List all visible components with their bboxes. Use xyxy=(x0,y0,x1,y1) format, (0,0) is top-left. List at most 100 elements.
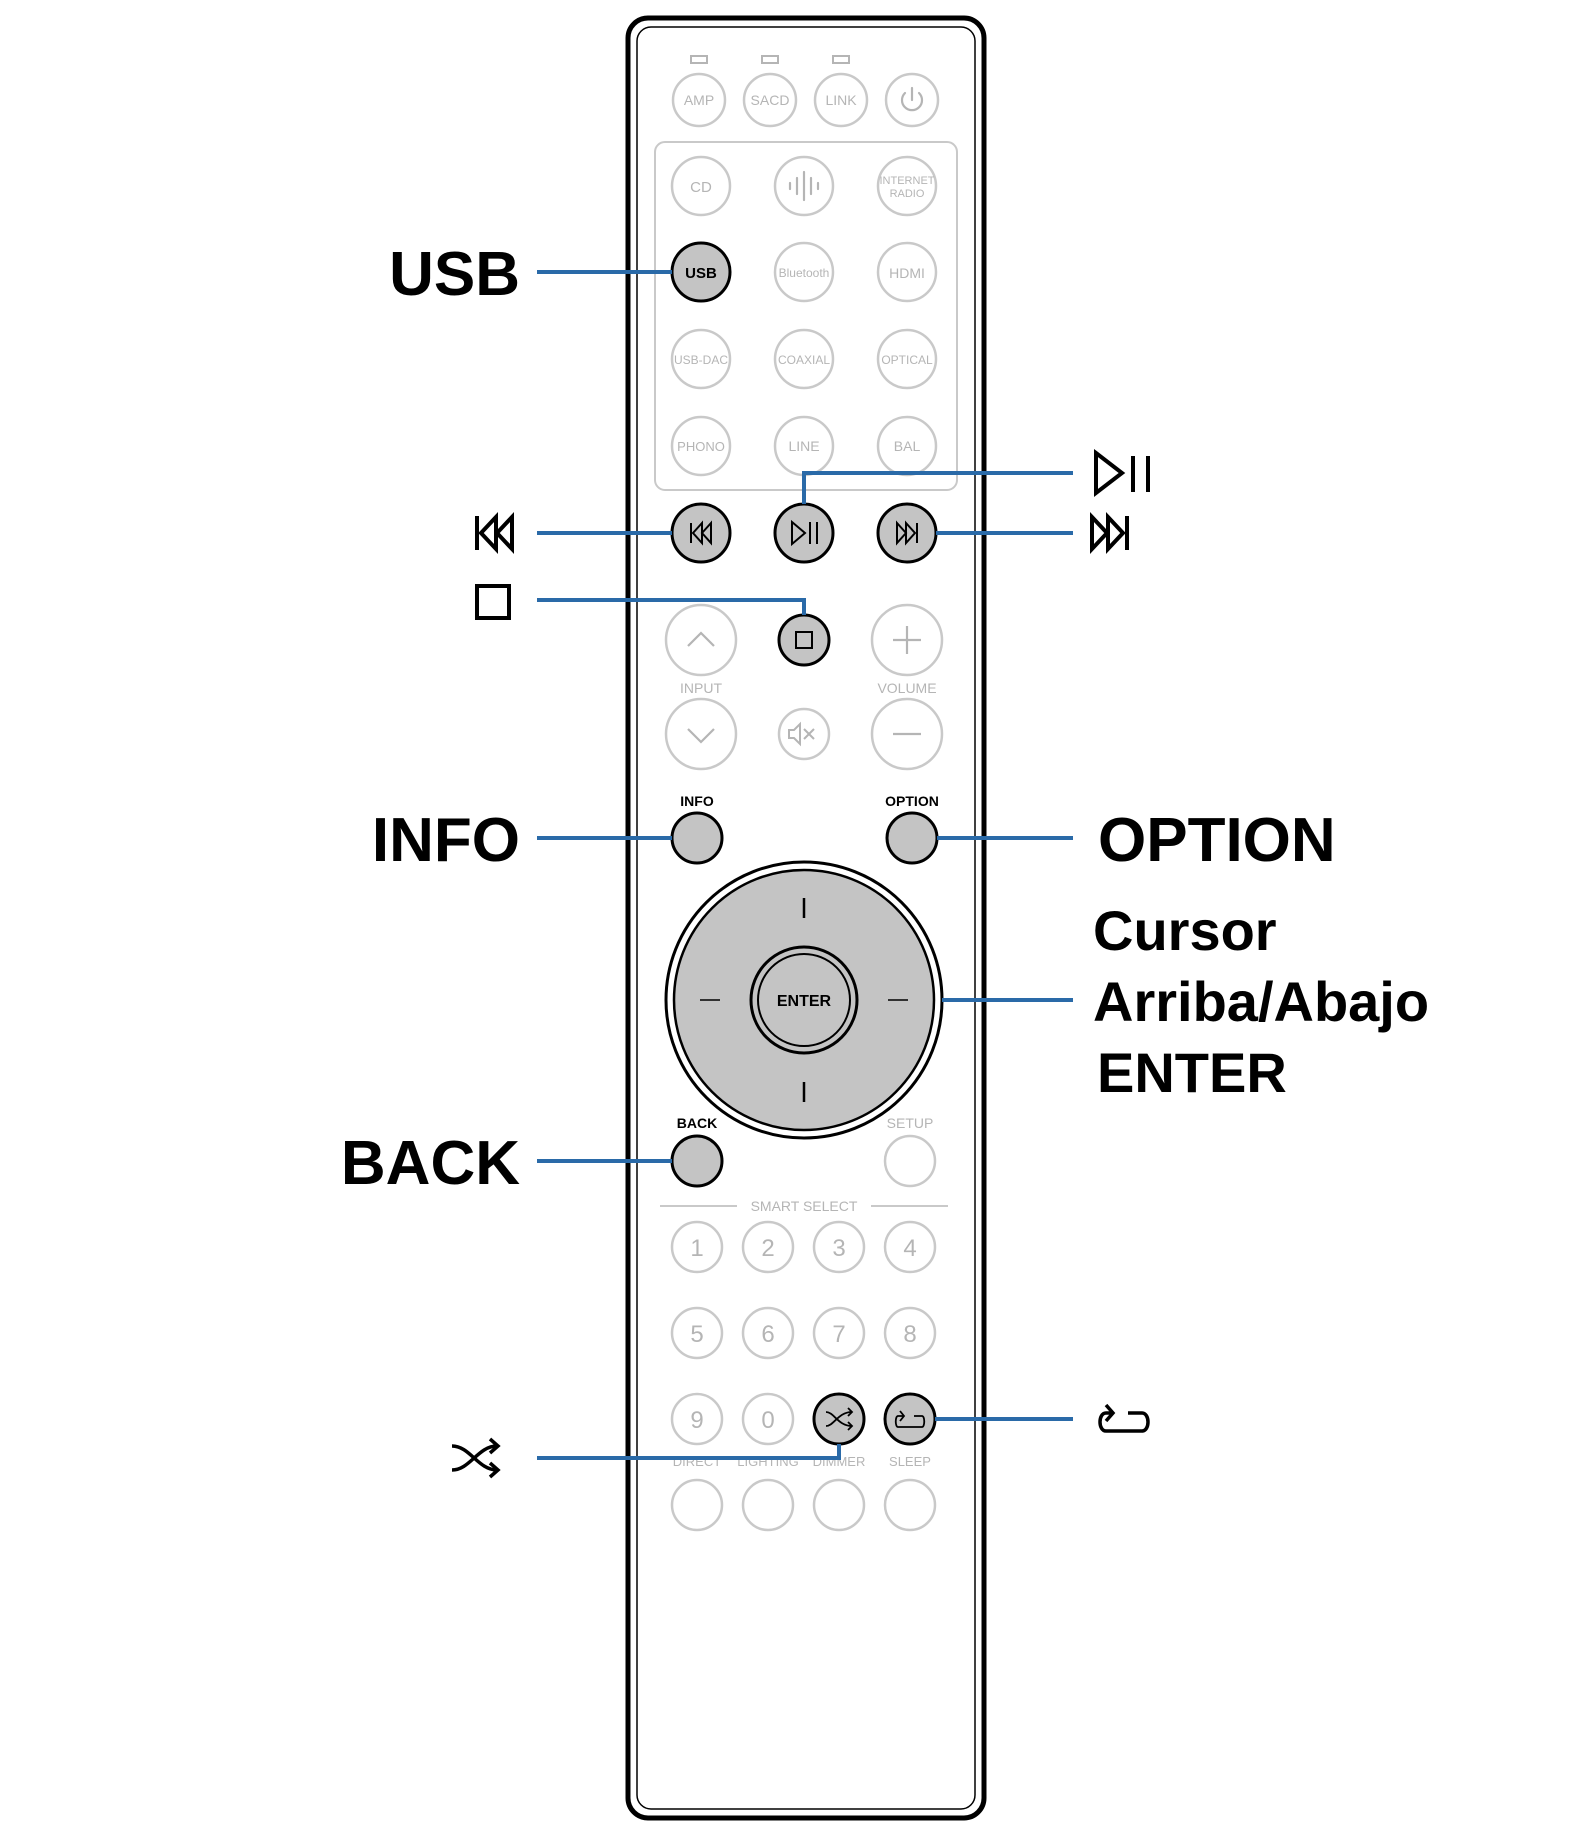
bluetooth-button[interactable]: Bluetooth xyxy=(773,241,835,303)
number-key-4-label: 4 xyxy=(903,1235,916,1262)
back-button[interactable] xyxy=(670,1134,724,1188)
callout-labels: USB INFO BACK OPTION Cursor Arriba/Abajo… xyxy=(341,240,1429,1198)
sacd-indicator xyxy=(761,55,779,64)
skip-back-callout-icon xyxy=(475,511,514,555)
usb-dac-button-label: USB-DAC xyxy=(674,353,728,367)
number-key-0-label: 0 xyxy=(761,1407,774,1434)
number-key-9[interactable]: 9 xyxy=(670,1392,724,1446)
bluetooth-button-label: Bluetooth xyxy=(779,266,830,280)
info-label: INFO xyxy=(680,793,714,809)
chevron-up-icon xyxy=(687,631,715,647)
sacd-button[interactable]: SACD xyxy=(742,72,798,128)
number-key-0[interactable]: 0 xyxy=(741,1392,795,1446)
link-button[interactable]: LINK xyxy=(813,72,869,128)
leader-lines xyxy=(537,270,1073,1460)
number-key-2-label: 2 xyxy=(761,1235,774,1262)
mute-button[interactable] xyxy=(777,707,831,761)
skip-forward-icon xyxy=(896,520,918,546)
back-label: BACK xyxy=(677,1115,717,1131)
smart-select-label: SMART SELECT xyxy=(751,1198,858,1214)
skip-back-button[interactable] xyxy=(670,502,732,564)
internet-radio-label-1: INTERNET xyxy=(880,175,935,187)
number-key-3-label: 3 xyxy=(832,1235,845,1262)
play-pause-button[interactable] xyxy=(773,502,835,564)
callout-icons xyxy=(451,448,1150,1479)
number-key-8[interactable]: 8 xyxy=(883,1306,937,1360)
number-key-3[interactable]: 3 xyxy=(812,1220,866,1274)
number-key-7-label: 7 xyxy=(832,1321,845,1348)
sleep-button[interactable] xyxy=(883,1478,937,1532)
play-pause-leader xyxy=(802,471,1073,504)
back-callout: BACK xyxy=(341,1129,520,1198)
volume-down-button[interactable] xyxy=(870,697,944,771)
option-button[interactable] xyxy=(885,811,939,865)
input-volume-area: INPUT VOLUME xyxy=(664,603,944,771)
number-key-2[interactable]: 2 xyxy=(741,1220,795,1274)
number-key-1-label: 1 xyxy=(690,1235,703,1262)
source-buttons: CD INTERNET RADIO USB Bluetooth xyxy=(670,155,938,477)
number-key-1[interactable]: 1 xyxy=(670,1220,724,1274)
dimmer-button[interactable] xyxy=(812,1478,866,1532)
number-key-4[interactable]: 4 xyxy=(883,1220,937,1274)
cd-button[interactable]: CD xyxy=(670,155,732,217)
cursor-pad[interactable]: ENTER xyxy=(664,860,944,1140)
enter-button-label: ENTER xyxy=(777,993,832,1010)
plus-icon xyxy=(893,626,921,654)
indicator-lamps xyxy=(690,55,850,64)
option-label: OPTION xyxy=(885,793,939,809)
stop-icon xyxy=(795,631,813,649)
number-key-5[interactable]: 5 xyxy=(670,1306,724,1360)
link-button-label: LINK xyxy=(825,92,857,108)
number-key-7[interactable]: 7 xyxy=(812,1306,866,1360)
bal-button[interactable]: BAL xyxy=(876,415,938,477)
repeat-button[interactable] xyxy=(883,1392,937,1446)
direct-button[interactable] xyxy=(670,1478,724,1532)
phono-button-label: PHONO xyxy=(677,439,725,454)
coaxial-button-label: COAXIAL xyxy=(778,353,830,367)
hdmi-button-label: HDMI xyxy=(889,265,925,281)
back-setup-row: BACK SETUP xyxy=(670,1115,937,1188)
internet-radio-button[interactable]: INTERNET RADIO xyxy=(876,155,938,217)
amp-button[interactable]: AMP xyxy=(671,72,727,128)
stop-callout-icon xyxy=(475,584,511,620)
setup-button[interactable] xyxy=(883,1134,937,1188)
repeat-callout-icon xyxy=(1098,1403,1150,1433)
random-button[interactable] xyxy=(812,1392,866,1446)
input-down-button[interactable] xyxy=(664,697,738,771)
cursor-callout-line1: Cursor xyxy=(1093,899,1277,962)
optical-button[interactable]: OPTICAL xyxy=(876,328,938,390)
mute-icon xyxy=(788,721,815,747)
power-button[interactable] xyxy=(884,72,940,128)
sleep-label: SLEEP xyxy=(889,1454,931,1469)
play-pause-icon xyxy=(791,519,818,547)
usb-dac-button[interactable]: USB-DAC xyxy=(670,328,732,390)
stop-button[interactable] xyxy=(777,613,831,667)
volume-up-button[interactable] xyxy=(870,603,944,677)
info-button[interactable] xyxy=(670,811,724,865)
stop-leader xyxy=(537,598,806,615)
option-callout: OPTION xyxy=(1098,806,1336,875)
volume-label: VOLUME xyxy=(877,680,936,696)
lighting-button[interactable] xyxy=(741,1478,795,1532)
skip-back-icon xyxy=(690,520,712,546)
coaxial-button[interactable]: COAXIAL xyxy=(773,328,835,390)
sacd-button-label: SACD xyxy=(751,92,790,108)
skip-forward-button[interactable] xyxy=(876,502,938,564)
enter-button[interactable]: ENTER xyxy=(749,945,859,1055)
phono-button[interactable]: PHONO xyxy=(670,415,732,477)
line-button[interactable]: LINE xyxy=(773,415,835,477)
number-key-6[interactable]: 6 xyxy=(741,1306,795,1360)
power-icon xyxy=(900,86,924,112)
heos-button[interactable] xyxy=(773,155,835,217)
usb-button[interactable]: USB xyxy=(670,241,732,303)
input-up-button[interactable] xyxy=(664,603,738,677)
number-key-8-label: 8 xyxy=(903,1321,916,1348)
transport-row xyxy=(670,502,938,564)
number-key-5-label: 5 xyxy=(690,1321,703,1348)
optical-button-label: OPTICAL xyxy=(881,353,933,367)
hdmi-button[interactable]: HDMI xyxy=(876,241,938,303)
repeat-icon xyxy=(894,1410,926,1428)
link-indicator xyxy=(832,55,850,64)
